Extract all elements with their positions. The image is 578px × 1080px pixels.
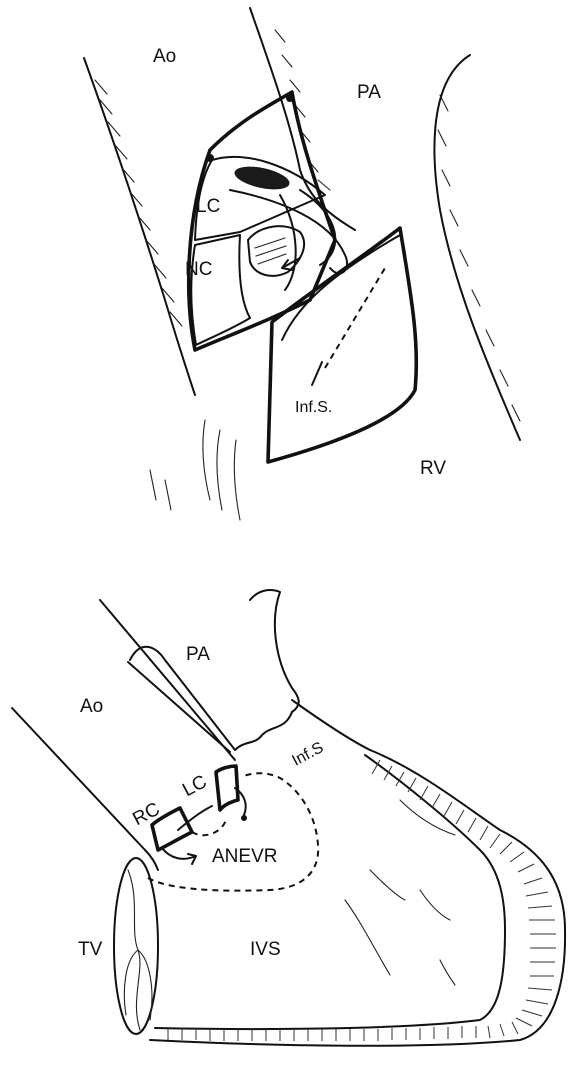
tv-leaflets bbox=[124, 870, 152, 1030]
label-inf-s-top: Inf.S. bbox=[295, 399, 332, 416]
aorta-tube-right bbox=[100, 600, 235, 760]
label-pa-bottom: PA bbox=[186, 644, 210, 665]
label-lc-top: LC bbox=[196, 196, 220, 217]
leader-line bbox=[312, 362, 322, 385]
nc-cusp bbox=[191, 235, 250, 345]
rv-texture bbox=[150, 420, 240, 520]
aorta-left-wall bbox=[84, 58, 195, 395]
suture-mark bbox=[286, 94, 294, 102]
suture-dot bbox=[241, 815, 247, 821]
pa-outline-2 bbox=[128, 662, 230, 752]
label-ao-top: Ao bbox=[153, 46, 176, 67]
label-ao-bottom: Ao bbox=[80, 696, 103, 717]
aneurysm-arrow bbox=[162, 848, 196, 864]
label-anevr: ANEVR bbox=[212, 846, 277, 867]
label-rv: RV bbox=[420, 458, 446, 479]
label-ivs: IVS bbox=[250, 939, 281, 960]
top-diagram: Ao PA LC NC Inf.S. RV bbox=[84, 8, 520, 520]
label-tv: TV bbox=[78, 939, 103, 960]
flap-inner-curve bbox=[282, 235, 400, 340]
defect-shading bbox=[255, 238, 286, 264]
aorta-hatching bbox=[95, 80, 182, 326]
label-pa-top: PA bbox=[357, 82, 381, 103]
label-inf-s-bottom: Inf.S bbox=[289, 739, 326, 769]
label-nc-top: NC bbox=[185, 259, 212, 280]
pa-left-wall bbox=[250, 8, 355, 230]
aorta-tube-left bbox=[12, 708, 145, 850]
suture-mark bbox=[206, 154, 214, 162]
infundibulum-outline bbox=[292, 700, 370, 750]
pa-hatching bbox=[275, 30, 520, 421]
pa-right-wall bbox=[434, 55, 520, 440]
pa-top-right bbox=[250, 590, 299, 712]
aneurysm-boundary bbox=[148, 773, 318, 890]
label-lc-bottom: LC bbox=[179, 771, 210, 801]
ivs-texture bbox=[345, 800, 455, 985]
cusp-dashed bbox=[192, 820, 226, 835]
label-rc: RC bbox=[129, 799, 163, 830]
bottom-diagram: Ao PA RC LC Inf.S ANEVR TV IVS bbox=[12, 590, 565, 1046]
tv-connect bbox=[145, 850, 158, 870]
flap-dashed-line bbox=[325, 268, 385, 368]
